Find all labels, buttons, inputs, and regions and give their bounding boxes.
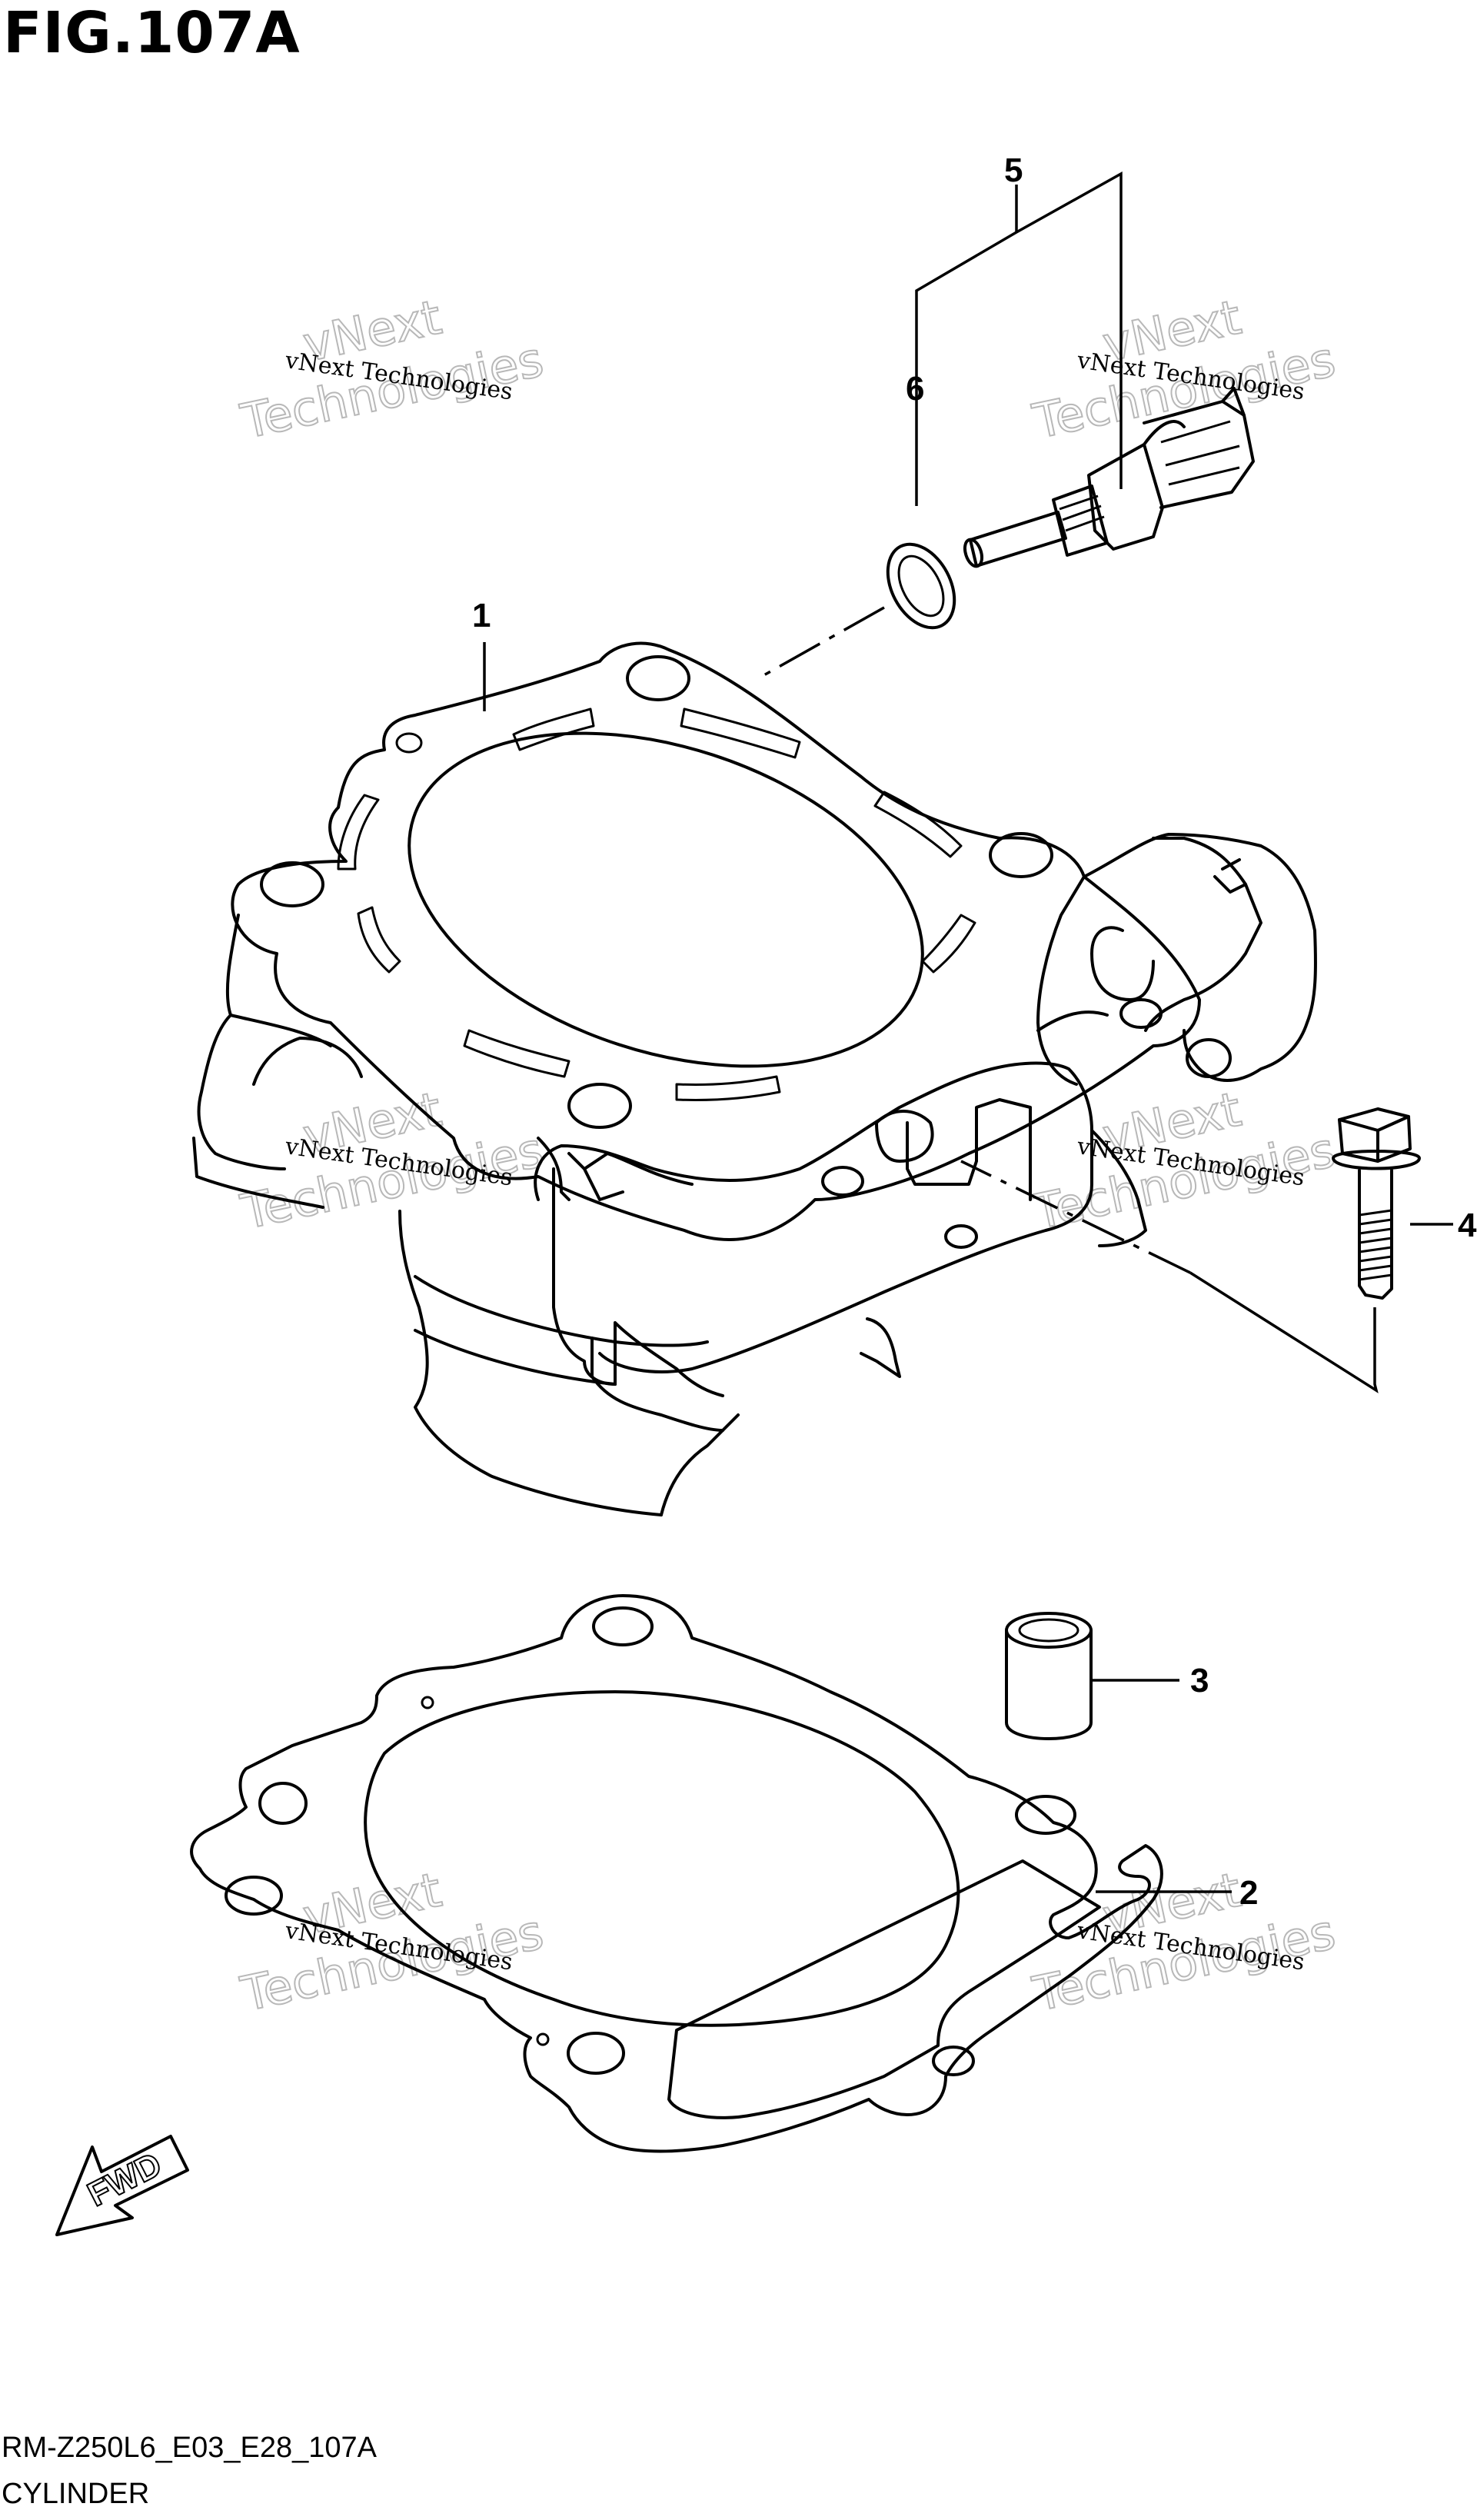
watermark-mid-left: Technologies vNext vNext Technologies [235,1080,549,1241]
part-5-sensor [963,387,1255,568]
figure-name: CYLINDER [2,2478,150,2510]
callout-1: 1 [472,597,491,634]
callout-3: 3 [1190,1662,1209,1699]
part-2-gasket [190,1594,1163,2153]
watermark-top-left: Technologies vNext vNext Technologies [235,288,549,451]
callout-5: 5 [1004,151,1023,189]
callout-2: 2 [1239,1874,1258,1912]
figure-code: RM-Z250L6_E03_E28_107A [2,2432,378,2464]
watermark-bottom-left: Technologies vNext vNext Technologies [235,1861,549,2023]
part-6-o-ring [886,542,956,630]
watermark-bottom-right: Technologies vNext vNext Technologies [1027,1861,1341,2023]
leader-lines [483,171,1453,1893]
callout-6: 6 [906,370,924,408]
part-4-bolt [1332,1107,1421,1300]
figure-title: FIG.107A [3,0,301,66]
part-3-dowel-pin [1005,1612,1093,1740]
part-1-cylinder [192,641,1317,1516]
fwd-arrow: FWD [55,2135,189,2236]
callout-4: 4 [1458,1207,1477,1244]
